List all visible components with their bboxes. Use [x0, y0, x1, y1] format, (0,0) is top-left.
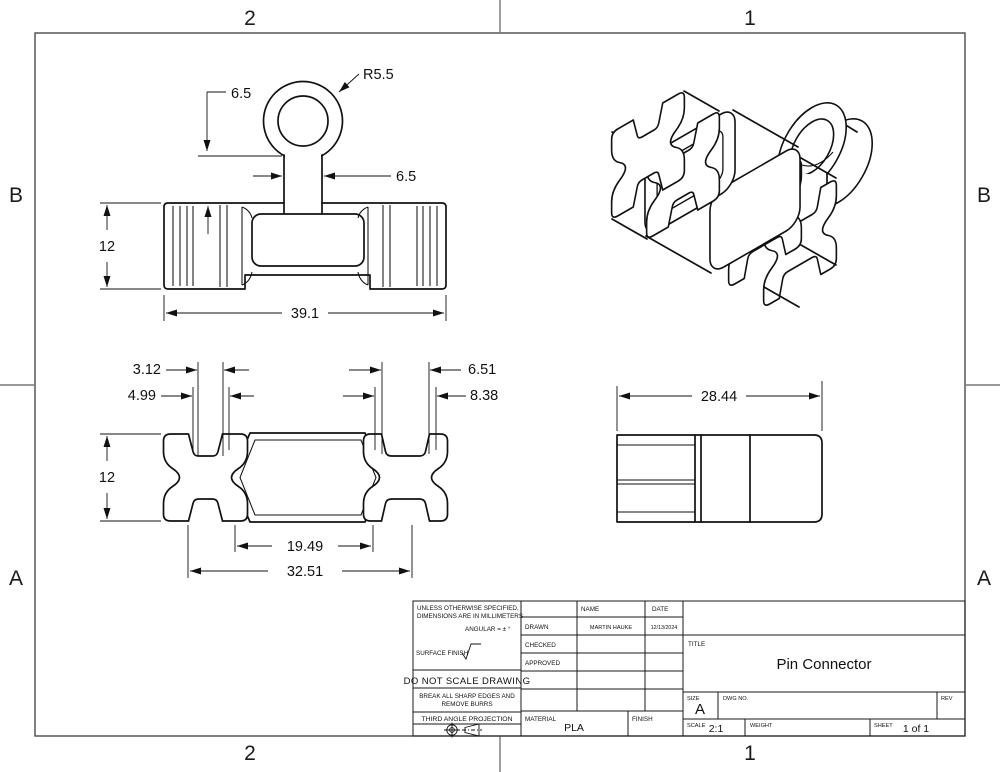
material-value: PLA: [564, 722, 584, 734]
dim-stem-height: 6.5: [231, 86, 251, 102]
isometric-view: [610, 86, 874, 309]
dim-radius: R5.5: [363, 67, 394, 83]
surface-finish-icon: [461, 643, 481, 661]
dim-notch-inner: 3.12: [133, 362, 161, 378]
drawn-label: DRAWN: [525, 624, 549, 631]
dim-stem-width: 6.5: [396, 169, 416, 185]
dwg-no-label: DWG NO.: [723, 696, 749, 702]
do-not-scale-note: DO NOT SCALE DRAWING: [404, 676, 531, 687]
notes-line2: DIMENSIONS ARE IN MILLIMETERS: [417, 613, 523, 620]
projection-label: THIRD ANGLE PROJECTION: [421, 716, 512, 723]
top-view-dimensions: 3.12 4.99 6.51 8.38 12 19.49 32.51: [99, 362, 498, 580]
side-view: 28.44: [616, 381, 823, 523]
third-angle-projection-icon: [444, 722, 482, 738]
title-block: UNLESS OTHERWISE SPECIFIED, DIMENSIONS A…: [404, 600, 966, 738]
finish-label: FINISH: [632, 716, 653, 723]
dim-body-length: 32.51: [287, 564, 323, 580]
rev-label: REV: [941, 696, 953, 702]
angular-note: ANGULAR = ± °: [465, 625, 511, 633]
date-header: DATE: [652, 606, 668, 613]
material-label: MATERIAL: [525, 716, 557, 723]
sheet-value: 1 of 1: [903, 723, 929, 735]
zone-label-right-a: A: [977, 567, 991, 590]
dim-side-length: 28.44: [701, 389, 737, 405]
zone-label-top-2: 2: [244, 7, 256, 30]
deburr-note-line1: BREAK ALL SHARP EDGES AND: [419, 693, 515, 700]
dim-slot-outer: 8.38: [470, 388, 498, 404]
zone-label-bottom-2: 2: [244, 742, 256, 765]
front-view-dimensions: 6.5 6.5 12 39.1 R5.5: [99, 67, 447, 322]
title-label: TITLE: [688, 641, 705, 648]
deburr-note-line2: REMOVE BURRS: [441, 701, 492, 708]
approved-label: APPROVED: [525, 660, 560, 667]
dim-slot-inner: 6.51: [468, 362, 496, 378]
surface-finish-label: SURFACE FINISH: [416, 650, 469, 657]
top-view: 3.12 4.99 6.51 8.38 12 19.49 32.51: [99, 362, 498, 580]
zone-label-right-b: B: [977, 184, 991, 207]
drawn-name: MARTIN HAUKE: [590, 625, 632, 631]
front-view: 6.5 6.5 12 39.1 R5.5: [99, 67, 447, 322]
dim-hex-length: 19.49: [287, 539, 323, 555]
scale-value: 2:1: [709, 723, 724, 735]
dim-top-height: 12: [99, 470, 115, 486]
drawing-title: Pin Connector: [776, 656, 871, 673]
zone-label-top-1: 1: [744, 7, 756, 30]
dim-front-height: 12: [99, 239, 115, 255]
size-value: A: [695, 701, 705, 718]
notes-line1: UNLESS OTHERWISE SPECIFIED,: [417, 605, 519, 612]
zone-label-bottom-1: 1: [744, 742, 756, 765]
scale-label: SCALE: [687, 723, 706, 729]
weight-label: WEIGHT: [750, 723, 773, 729]
zone-label-left-b: B: [9, 184, 23, 207]
side-view-dimensions: 28.44: [616, 381, 823, 431]
dim-notch-outer: 4.99: [128, 388, 156, 404]
dim-front-length: 39.1: [291, 306, 319, 322]
sheet-label: SHEET: [874, 723, 893, 729]
drawn-date: 12/13/2024: [651, 625, 678, 631]
zone-label-left-a: A: [9, 567, 23, 590]
checked-label: CHECKED: [525, 642, 556, 649]
name-header: NAME: [581, 606, 599, 613]
size-label: SIZE: [687, 696, 700, 702]
